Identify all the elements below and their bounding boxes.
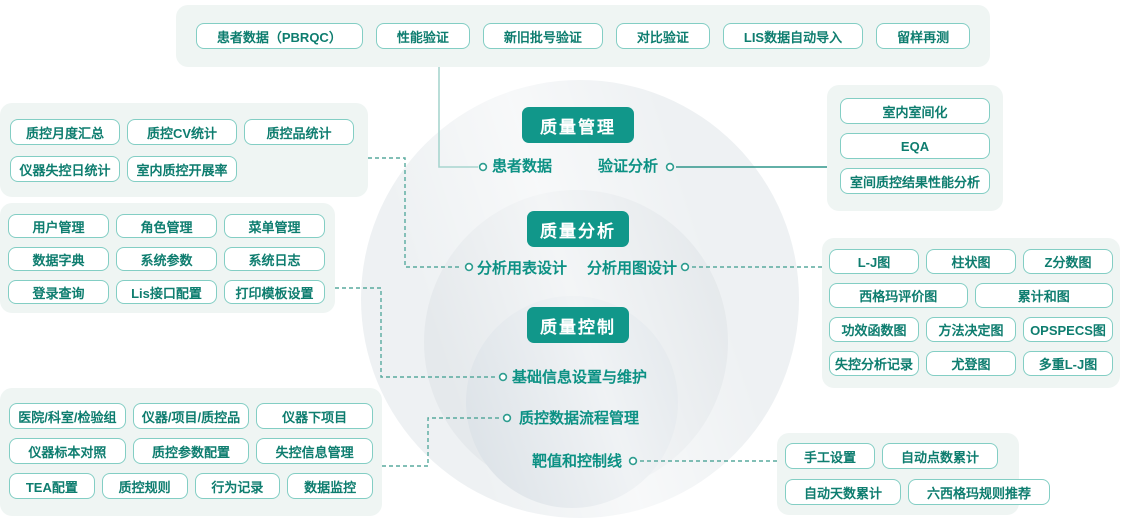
- pill-quality-management: 质量管理: [522, 107, 634, 143]
- feature-button[interactable]: 功效函数图: [829, 317, 919, 342]
- button-row: 数据字典系统参数系统日志: [8, 247, 327, 271]
- node-chart-design: [680, 262, 690, 272]
- button-row: 自动天数累计六西格玛规则推荐: [785, 479, 1051, 505]
- feature-button[interactable]: 质控月度汇总: [10, 119, 120, 145]
- feature-button[interactable]: 对比验证: [615, 23, 710, 49]
- label-basic-info: 基础信息设置与维护: [512, 369, 648, 386]
- button-row: 室间质控结果性能分析: [840, 168, 990, 194]
- feature-button[interactable]: 系统参数: [116, 247, 217, 271]
- feature-button[interactable]: 性能验证: [375, 23, 470, 49]
- node-qc-flow: [502, 413, 512, 423]
- feature-button[interactable]: LIS数据自动导入: [722, 23, 864, 49]
- button-row: 患者数据（PBRQC） 性能验证新旧批号验证对比验证 LIS数据自动导入留样再测: [194, 23, 972, 49]
- button-row: 西格玛评价图累计和图: [829, 283, 1113, 308]
- feature-button[interactable]: EQA: [840, 133, 990, 159]
- feature-button[interactable]: Lis接口配置: [116, 280, 217, 304]
- node-target-line: [628, 456, 638, 466]
- feature-button[interactable]: 质控规则: [101, 473, 188, 499]
- feature-button[interactable]: 角色管理: [116, 214, 217, 238]
- feature-button[interactable]: 自动天数累计: [785, 479, 902, 505]
- feature-button[interactable]: L-J图: [829, 249, 919, 274]
- feature-button[interactable]: 菜单管理: [224, 214, 325, 238]
- card-qc-statistics: 质控月度汇总质控CV统计质控品统计仪器失控日统计室内质控开展率: [0, 103, 368, 197]
- feature-button[interactable]: 西格玛评价图: [829, 283, 968, 308]
- button-row: 登录查询 Lis接口配置打印模板设置: [8, 280, 327, 304]
- label-patient-data: 患者数据: [492, 158, 553, 175]
- feature-button[interactable]: 新旧批号验证: [482, 23, 603, 49]
- button-row: 失控分析记录尤登图多重L-J图: [829, 351, 1113, 376]
- feature-button[interactable]: 六西格玛规则推荐: [908, 479, 1051, 505]
- node-table-design: [464, 262, 474, 272]
- button-row: 质控月度汇总质控CV统计质控品统计: [10, 119, 358, 145]
- label-chart-design: 分析用图设计: [587, 260, 678, 277]
- feature-button[interactable]: 留样再测: [876, 23, 971, 49]
- card-quality-management-features: 患者数据（PBRQC） 性能验证新旧批号验证对比验证 LIS数据自动导入留样再测: [176, 5, 990, 67]
- feature-button[interactable]: 质控参数配置: [132, 438, 250, 464]
- feature-button[interactable]: 登录查询: [8, 280, 109, 304]
- feature-button[interactable]: 柱状图: [926, 249, 1016, 274]
- card-verification-analysis: 室内室间化 EQA 室间质控结果性能分析: [827, 85, 1003, 211]
- card-target-control-settings: 手工设置自动点数累计自动天数累计六西格玛规则推荐: [777, 433, 1051, 515]
- card-basic-settings: 医院/科室/检验组仪器/项目/质控品仪器下项目仪器标本对照质控参数配置失控信息管…: [0, 388, 382, 516]
- feature-button[interactable]: 尤登图: [926, 351, 1016, 376]
- button-row: EQA: [840, 133, 990, 159]
- button-row: 医院/科室/检验组仪器/项目/质控品仪器下项目: [9, 403, 374, 429]
- node-patient-data: [478, 162, 488, 172]
- button-row: 仪器标本对照质控参数配置失控信息管理: [9, 438, 374, 464]
- button-row: 用户管理角色管理菜单管理: [8, 214, 327, 238]
- node-verify-analysis: [665, 162, 675, 172]
- button-row: TEA配置质控规则行为记录数据监控: [9, 473, 373, 499]
- feature-button[interactable]: 数据监控: [287, 473, 373, 499]
- feature-button[interactable]: 室间质控结果性能分析: [840, 168, 990, 194]
- feature-button[interactable]: 多重L-J图: [1023, 351, 1113, 376]
- feature-button[interactable]: 失控信息管理: [256, 438, 374, 464]
- button-row: L-J图柱状图 Z分数图: [829, 249, 1113, 274]
- feature-button[interactable]: 失控分析记录: [829, 351, 919, 376]
- feature-button[interactable]: 行为记录: [194, 473, 281, 499]
- label-verify-analysis: 验证分析: [598, 158, 659, 175]
- feature-button[interactable]: 方法决定图: [926, 317, 1016, 342]
- feature-button[interactable]: 质控CV统计: [127, 119, 237, 145]
- feature-button[interactable]: 手工设置: [785, 443, 876, 469]
- feature-button[interactable]: 用户管理: [8, 214, 109, 238]
- feature-button[interactable]: 室内质控开展率: [127, 156, 237, 182]
- connector-left-top-card-to-table-design: [368, 157, 462, 268]
- feature-button[interactable]: Z分数图: [1023, 249, 1113, 274]
- button-row: 手工设置自动点数累计: [785, 443, 1011, 469]
- label-table-design: 分析用表设计: [477, 260, 568, 277]
- feature-button[interactable]: OPSPECS图: [1023, 317, 1113, 342]
- feature-button[interactable]: 患者数据（PBRQC）: [195, 23, 363, 49]
- feature-button[interactable]: 医院/科室/检验组: [9, 403, 126, 429]
- connector-left-bottom-card-to-qc-flow: [382, 417, 500, 467]
- button-row: 仪器失控日统计室内质控开展率: [10, 156, 358, 182]
- label-target-line: 靶值和控制线: [532, 453, 623, 470]
- label-qc-data-flow: 质控数据流程管理: [519, 410, 640, 427]
- feature-button[interactable]: 累计和图: [974, 283, 1113, 308]
- feature-button[interactable]: 室内室间化: [840, 98, 990, 124]
- node-basic-info: [498, 372, 508, 382]
- feature-button[interactable]: 仪器/项目/质控品: [132, 403, 250, 429]
- button-row: 功效函数图方法决定图 OPSPECS图: [829, 317, 1113, 342]
- feature-button[interactable]: 质控品统计: [244, 119, 354, 145]
- feature-button[interactable]: 系统日志: [224, 247, 325, 271]
- feature-button[interactable]: 仪器失控日统计: [10, 156, 120, 182]
- connector-top-to-patient-data: [438, 67, 478, 168]
- feature-button[interactable]: 自动点数累计: [882, 443, 999, 469]
- button-row: 室内室间化: [840, 98, 990, 124]
- feature-button[interactable]: 打印模板设置: [224, 280, 325, 304]
- feature-button[interactable]: 仪器标本对照: [9, 438, 126, 464]
- pill-quality-analysis: 质量分析: [527, 211, 629, 247]
- connector-left-mid-card-to-basic-info: [335, 287, 496, 378]
- feature-button[interactable]: 仪器下项目: [256, 403, 374, 429]
- pill-quality-control: 质量控制: [527, 307, 629, 343]
- feature-button[interactable]: TEA配置: [9, 473, 95, 499]
- feature-button[interactable]: 数据字典: [8, 247, 109, 271]
